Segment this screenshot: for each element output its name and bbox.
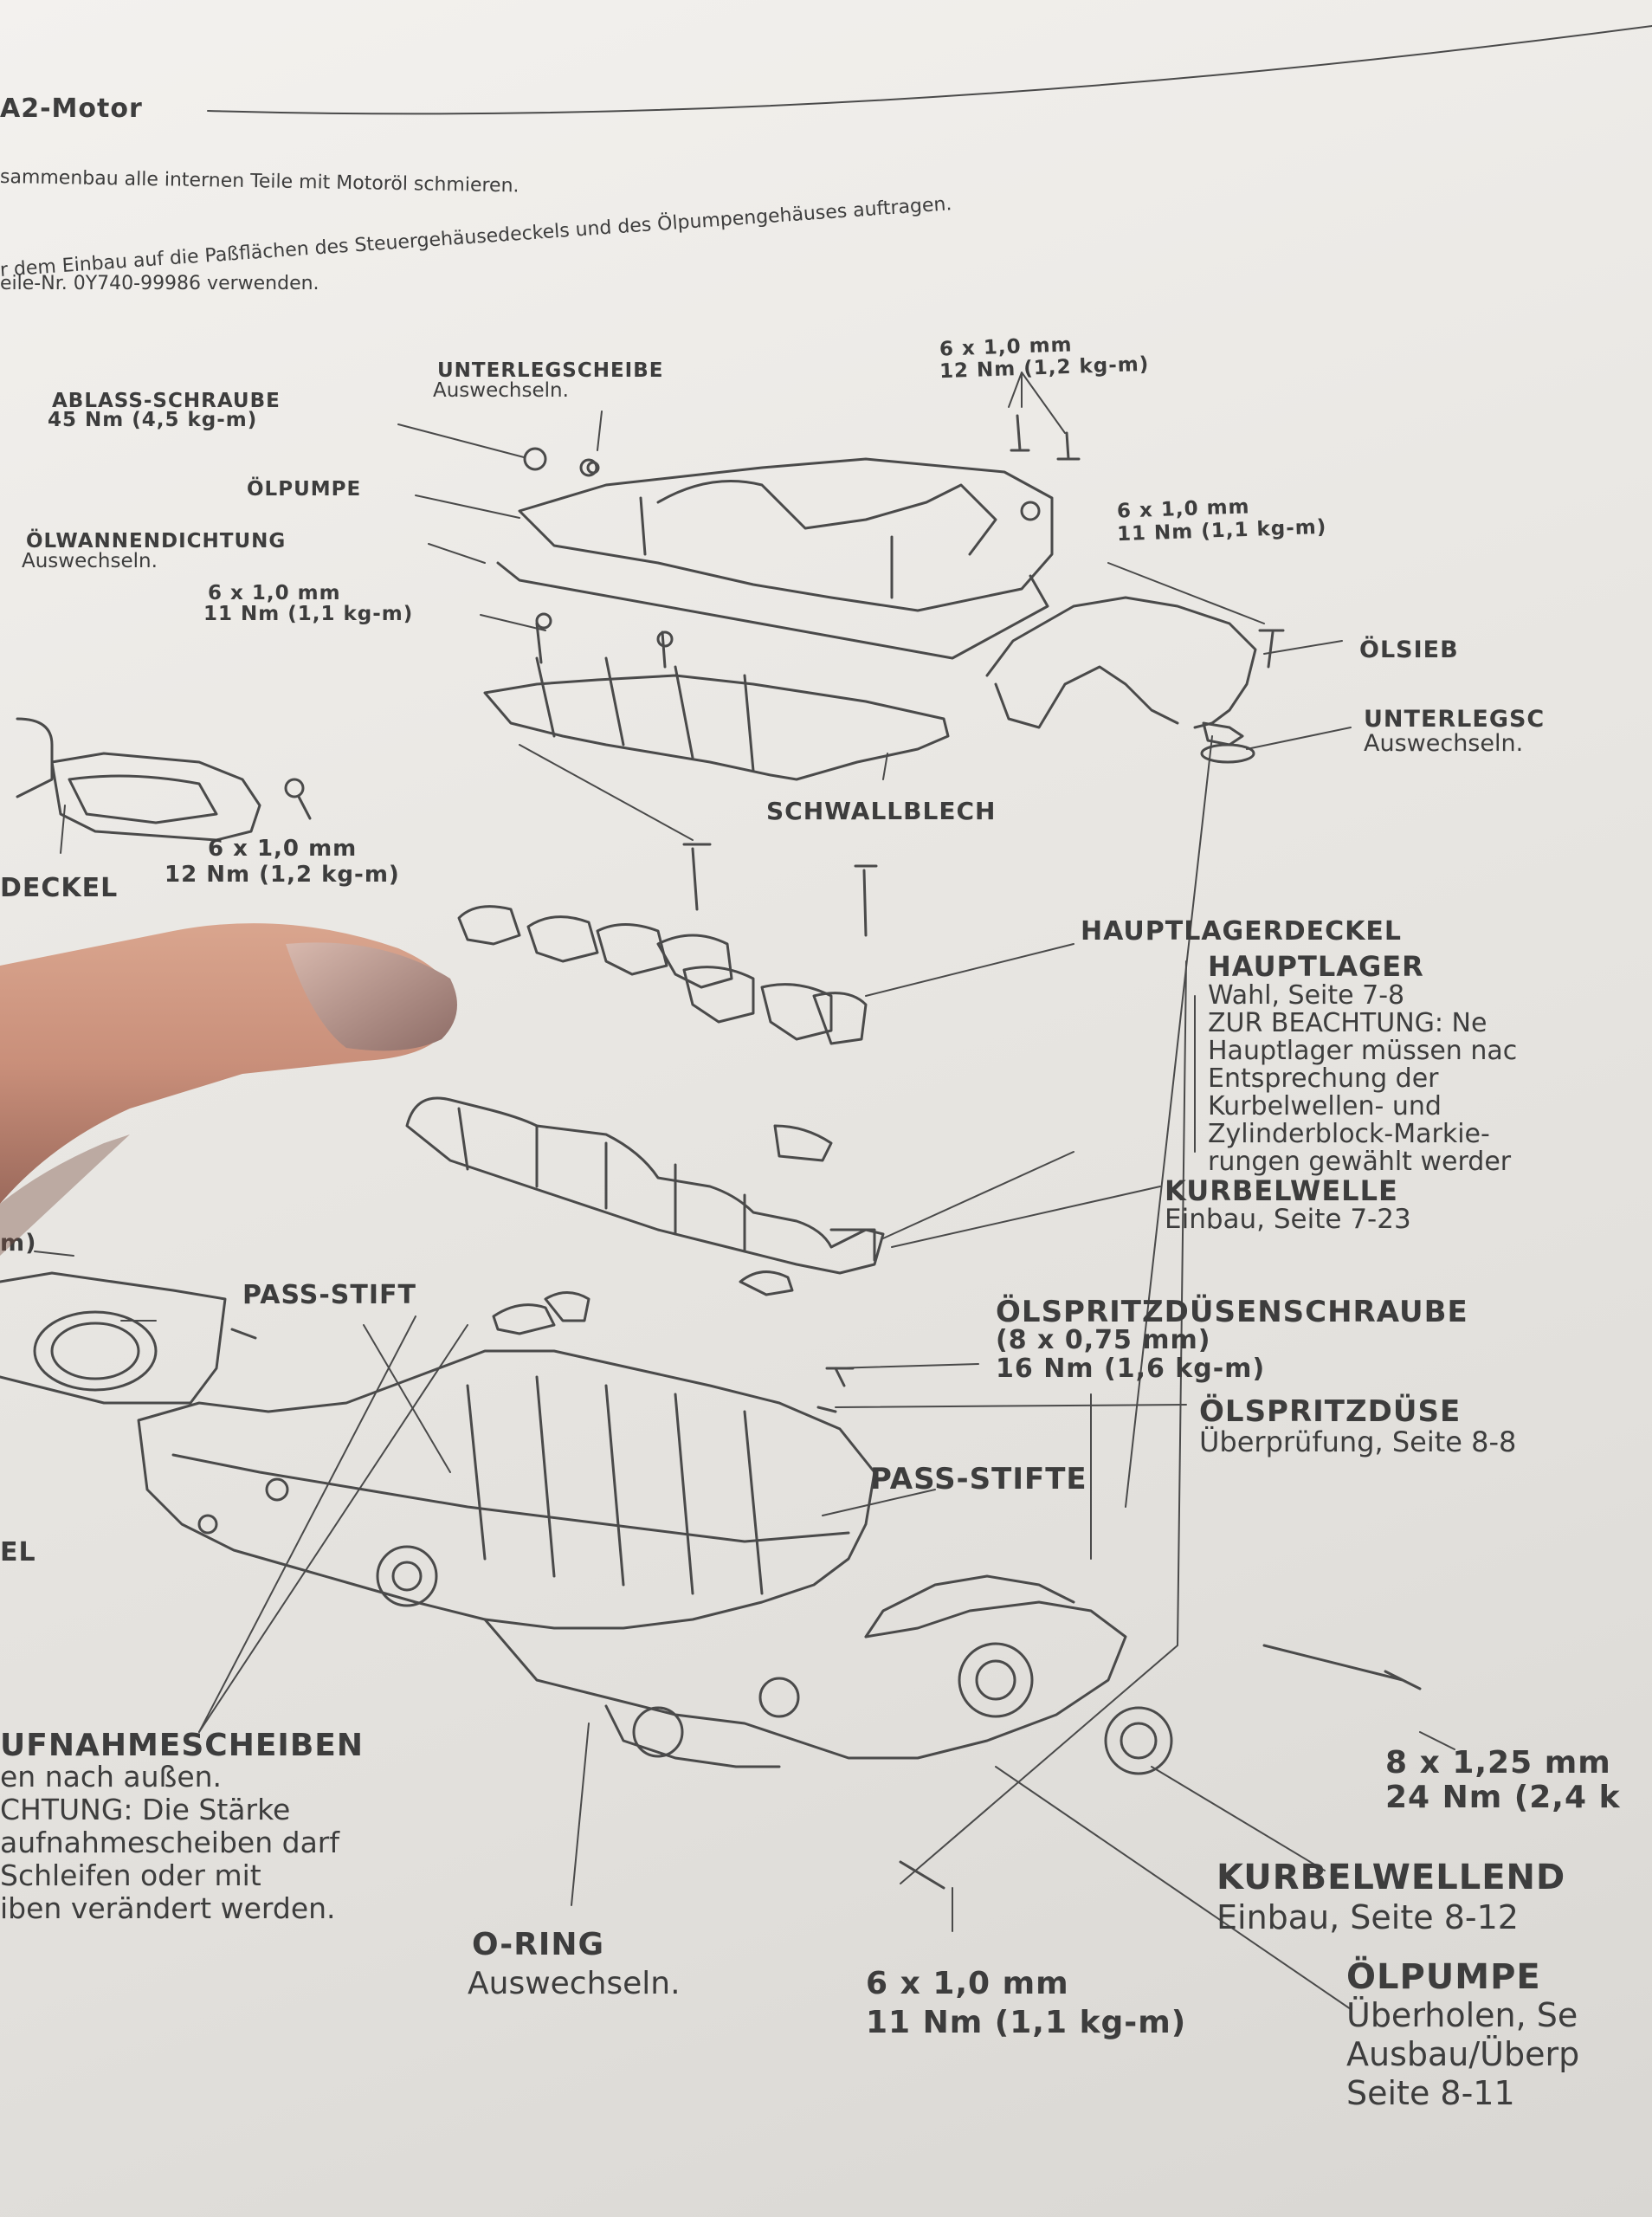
label-aufnahmescheiben: UFNAHMESCHEIBEN bbox=[0, 1728, 364, 1763]
label-oring-sub: Auswechseln. bbox=[468, 1966, 681, 2001]
label-hauptlager-line-4: Entsprechung der bbox=[1208, 1063, 1439, 1094]
label-oring: O-RING bbox=[472, 1927, 605, 1962]
label-torque-mid-1: 6 x 1,0 mm bbox=[208, 582, 341, 604]
instruction-line-3: eile-Nr. 0Y740-99986 verwenden. bbox=[0, 273, 319, 294]
label-oelsieb: ÖLSIEB bbox=[1359, 637, 1459, 663]
label-hauptlagerdeckel: HAUPTLAGERDECKEL bbox=[1081, 916, 1403, 947]
label-unterlegsc-right: UNTERLEGSC bbox=[1364, 706, 1546, 733]
label-oelpumpe-bottom-line-1: Überholen, Se bbox=[1346, 1996, 1578, 2034]
label-torque-br-1: 8 x 1,25 mm bbox=[1385, 1745, 1611, 1781]
label-oelwannendichtung-sub: Auswechseln. bbox=[22, 550, 158, 572]
label-oelpumpe-top: ÖLPUMPE bbox=[247, 478, 362, 501]
label-oelwannendichtung: ÖLWANNENDICHTUNG bbox=[26, 530, 287, 553]
label-kurbelwelle-sub: Einbau, Seite 7-23 bbox=[1165, 1204, 1411, 1235]
label-hauptlager-line-2: ZUR BEACHTUNG: Ne bbox=[1208, 1008, 1487, 1038]
label-duesenschraube-torque: 16 Nm (1,6 kg-m) bbox=[996, 1354, 1266, 1384]
label-el: EL bbox=[0, 1537, 36, 1567]
label-aufnahme-line-3: aufnahmescheiben darf bbox=[0, 1826, 339, 1859]
label-kurbelwellend-sub: Einbau, Seite 8-12 bbox=[1216, 1898, 1519, 1936]
label-hauptlager-line-3: Hauptlager müssen nac bbox=[1208, 1036, 1518, 1066]
label-schwallblech: SCHWALLBLECH bbox=[766, 797, 997, 825]
section-title: A2-Motor bbox=[0, 94, 143, 124]
label-aufnahme-line-2: CHTUNG: Die Stärke bbox=[0, 1793, 291, 1826]
label-oelpumpe-bottom-line-2: Ausbau/Überp bbox=[1346, 2035, 1580, 2073]
label-torque-br-2: 24 Nm (2,4 k bbox=[1385, 1780, 1621, 1815]
label-pass-stifte: PASS-STIFTE bbox=[870, 1462, 1087, 1496]
pointing-finger bbox=[0, 923, 457, 1256]
label-unterlegsc-right-sub: Auswechseln. bbox=[1364, 730, 1524, 757]
label-kurbelwellend: KURBELWELLEND bbox=[1216, 1858, 1566, 1897]
label-torque-bot-2: 11 Nm (1,1 kg-m) bbox=[866, 2005, 1187, 2040]
label-m-left: m) bbox=[0, 1230, 37, 1257]
label-oelpumpe-bottom-line-3: Seite 8-11 bbox=[1346, 2074, 1515, 2112]
label-oelpumpe-bottom: ÖLPUMPE bbox=[1346, 1957, 1541, 1997]
label-duesenschraube-size: (8 x 0,75 mm) bbox=[996, 1325, 1211, 1355]
label-ablass-schraube: ABLASS-SCHRAUBE bbox=[52, 390, 281, 412]
label-hauptlager-line-7: rungen gewählt werder bbox=[1208, 1147, 1512, 1177]
label-ablass-torque: 45 Nm (4,5 kg-m) bbox=[48, 409, 258, 431]
label-hauptlager: HAUPTLAGER bbox=[1208, 950, 1424, 983]
label-deckel: DECKEL bbox=[0, 873, 119, 903]
label-torque-mid-2: 11 Nm (1,1 kg-m) bbox=[203, 603, 414, 625]
label-oelspritzduesenschraube: ÖLSPRITZDÜSENSCHRAUBE bbox=[996, 1295, 1468, 1329]
label-torque-left-1: 6 x 1,0 mm bbox=[208, 836, 358, 862]
label-hauptlager-line-5: Kurbelwellen- und bbox=[1208, 1091, 1442, 1121]
label-aufnahme-line-5: iben verändert werden. bbox=[0, 1891, 336, 1925]
label-torque-left-2: 12 Nm (1,2 kg-m) bbox=[165, 862, 400, 888]
label-oelspritzduese: ÖLSPRITZDÜSE bbox=[1199, 1394, 1462, 1429]
label-oelspritzduese-sub: Überprüfung, Seite 8-8 bbox=[1199, 1425, 1517, 1458]
label-kurbelwelle: KURBELWELLE bbox=[1165, 1174, 1398, 1207]
label-aufnahme-line-4: Schleifen oder mit bbox=[0, 1858, 261, 1892]
label-pass-stift: PASS-STIFT bbox=[242, 1280, 416, 1310]
label-unterlegscheibe: UNTERLEGSCHEIBE bbox=[437, 359, 664, 382]
label-hauptlager-line-6: Zylinderblock-Markie- bbox=[1208, 1119, 1490, 1149]
label-aufnahme-line-1: en nach außen. bbox=[0, 1760, 223, 1794]
label-torque-bot-1: 6 x 1,0 mm bbox=[866, 1966, 1069, 2001]
label-unterlegscheibe-sub: Auswechseln. bbox=[433, 379, 569, 402]
label-hauptlager-line-1: Wahl, Seite 7-8 bbox=[1208, 980, 1405, 1011]
